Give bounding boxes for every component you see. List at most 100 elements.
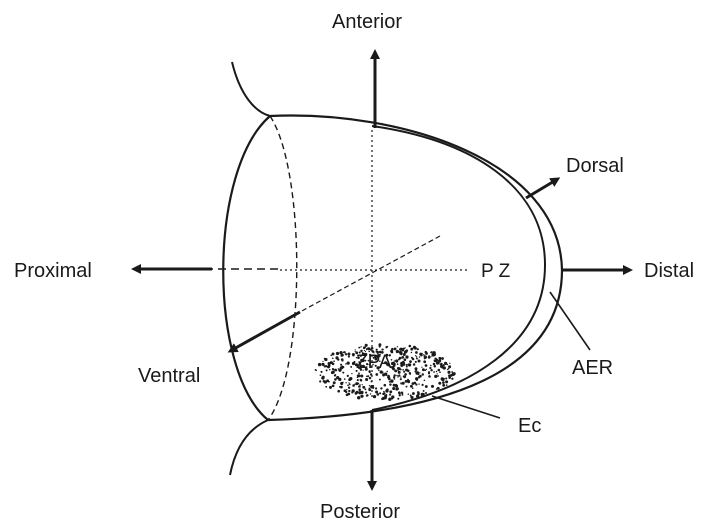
zpa-stipple-dot: [370, 393, 371, 394]
zpa-stipple-dot: [328, 381, 330, 383]
zpa-stipple-dot: [407, 379, 409, 381]
zpa-stipple-dot: [365, 392, 367, 394]
zpa-stipple-dot: [409, 372, 411, 374]
zpa-stipple-dot: [393, 363, 396, 366]
zpa-stipple-dot: [351, 373, 352, 374]
zpa-stipple-dot: [371, 381, 373, 383]
zpa-stipple-dot: [399, 351, 402, 354]
label-zpa: ZPA: [356, 352, 392, 373]
zpa-stipple-dot: [412, 358, 414, 360]
zpa-stipple-dot: [396, 375, 398, 377]
zpa-stipple-dot: [345, 363, 347, 365]
zpa-stipple-dot: [438, 369, 441, 372]
zpa-stipple-dot: [403, 354, 405, 356]
zpa-stipple-dot: [404, 373, 407, 376]
zpa-stipple-dot: [340, 355, 342, 357]
zpa-stipple-dot: [413, 346, 416, 349]
label-pz: P Z: [481, 261, 511, 282]
zpa-stipple-dot: [360, 346, 361, 347]
zpa-stipple-dot: [359, 384, 361, 386]
zpa-stipple-dot: [400, 369, 402, 371]
zpa-stipple-dot: [398, 371, 401, 374]
zpa-stipple-dot: [403, 364, 405, 366]
zpa-stipple-dot: [406, 349, 408, 351]
zpa-stipple-dot: [423, 360, 426, 363]
zpa-stipple-dot: [380, 387, 382, 389]
zpa-stipple-dot: [438, 382, 441, 385]
zpa-stipple-dot: [399, 357, 402, 360]
zpa-stipple-dot: [389, 394, 391, 396]
zpa-stipple-dot: [354, 384, 355, 385]
label-ec: Ec: [518, 415, 541, 437]
zpa-stipple-dot: [418, 375, 420, 377]
zpa-stipple-dot: [382, 374, 385, 377]
zpa-stipple-dot: [333, 360, 335, 362]
zpa-stipple-dot: [430, 365, 432, 367]
zpa-stipple-dot: [434, 375, 437, 378]
zpa-stipple-dot: [370, 373, 372, 375]
zpa-stipple-dot: [398, 374, 400, 376]
zpa-stipple-dot: [437, 387, 440, 390]
zpa-stipple-dot: [332, 368, 334, 370]
zpa-stipple-dot: [402, 369, 404, 371]
zpa-stipple-dot: [376, 349, 378, 351]
aer-pointer-line: [550, 292, 590, 350]
zpa-stipple-dot: [332, 384, 335, 387]
zpa-stipple-dot: [350, 366, 352, 368]
zpa-stipple-dot: [421, 367, 422, 368]
zpa-stipple-dot: [360, 395, 363, 398]
zpa-stipple-dot: [441, 357, 444, 360]
zpa-stipple-dot: [320, 371, 322, 373]
zpa-stipple-dot: [430, 356, 431, 357]
zpa-stipple-dot: [397, 363, 399, 365]
zpa-stipple-dot: [388, 398, 391, 401]
zpa-stipple-dot: [327, 366, 328, 367]
zpa-stipple-dot: [413, 363, 416, 366]
zpa-stipple-dot: [425, 364, 428, 367]
zpa-stipple-dot: [397, 346, 398, 347]
zpa-stipple-dot: [434, 365, 437, 368]
zpa-stipple-dot: [336, 352, 339, 355]
zpa-stipple-dot: [386, 388, 389, 391]
zpa-stipple-dot: [407, 370, 410, 373]
zpa-stipple-dot: [346, 389, 347, 390]
zpa-stipple-dot: [348, 356, 350, 358]
zpa-stipple-dot: [412, 388, 414, 390]
zpa-stipple-dot: [418, 360, 421, 363]
zpa-stipple-dot: [347, 353, 350, 356]
zpa-stipple-dot: [406, 366, 408, 368]
zpa-stipple-dot: [358, 388, 361, 391]
zpa-stipple-dot: [332, 353, 335, 356]
zpa-stipple-dot: [366, 349, 367, 350]
zpa-stipple-dot: [336, 376, 339, 379]
zpa-stipple-dot: [335, 369, 337, 371]
zpa-stipple-dot: [344, 351, 346, 353]
zpa-stipple-dot: [448, 368, 450, 370]
zpa-stipple-dot: [440, 365, 443, 368]
zpa-stipple-dot: [347, 384, 349, 386]
zpa-stipple-dot: [394, 360, 395, 361]
label-distal: Distal: [644, 260, 694, 282]
zpa-stipple-dot: [418, 383, 419, 384]
zpa-stipple-dot: [386, 375, 387, 376]
zpa-stipple-dot: [365, 378, 368, 381]
zpa-stipple-dot: [345, 353, 347, 355]
zpa-stipple-dot: [419, 356, 421, 358]
zpa-stipple-dot: [411, 352, 412, 353]
zpa-stipple-dot: [324, 358, 326, 360]
zpa-stipple-dot: [384, 384, 387, 387]
zpa-stipple-dot: [442, 381, 445, 384]
zpa-stipple-dot: [400, 376, 401, 377]
zpa-stipple-dot: [334, 378, 337, 381]
zpa-stipple-dot: [448, 376, 451, 379]
zpa-stipple-dot: [333, 381, 336, 384]
zpa-stipple-dot: [342, 382, 343, 383]
zpa-stipple-dot: [318, 363, 321, 366]
zpa-stipple-dot: [406, 386, 408, 388]
zpa-stipple-dot: [437, 375, 439, 377]
label-proximal: Proximal: [14, 260, 92, 282]
ec-pointer-line: [432, 396, 500, 418]
zpa-stipple-dot: [440, 363, 442, 365]
zpa-stipple-dot: [337, 390, 340, 393]
